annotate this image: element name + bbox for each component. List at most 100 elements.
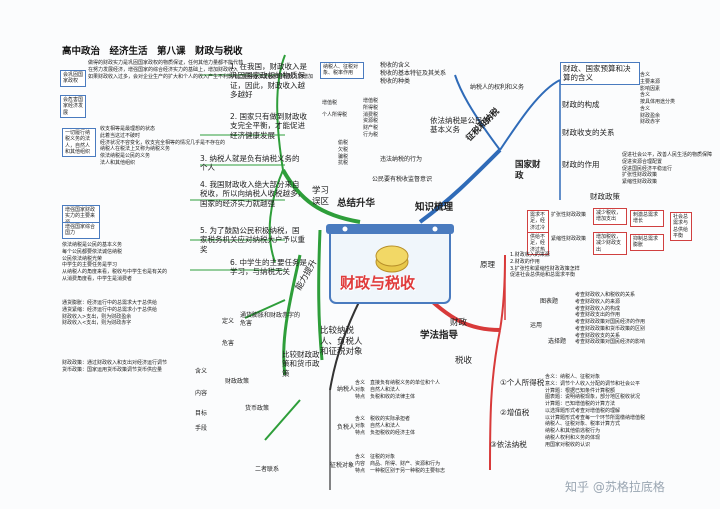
left-tax-box: 纳税人、征税对象、税率作用 [320, 62, 364, 79]
tax-method-sub: 含义：纳税人、征税对象 [545, 374, 601, 380]
tax-sub: 偷税 [338, 140, 349, 146]
tax-item: 税收的基本特征及其关系 [380, 70, 447, 78]
bearer-item: 特点 负担税收的经济主体 [355, 429, 416, 436]
fiscal-title: 国家财政 [515, 160, 541, 181]
note: 公民依法纳税光荣 [62, 255, 103, 262]
policy-box: 需求不足，经济过冷 [527, 210, 549, 233]
bearer-item: 含义 税收的实际承担者 [355, 416, 411, 422]
tax-sub: 骗税 [338, 153, 349, 160]
fiscal-sub: 含义 [640, 105, 651, 112]
note: 从纳税人的角度来看，税收与中学生也是有关的 [62, 269, 168, 275]
page-title: 高中政治 经济生活 第八课 财政与税收 [62, 46, 243, 57]
payer-list: 含义 直接负有纳税义务的单位和个人 对象 自然人和法人 特点 负税和收的法律主体 [355, 380, 440, 400]
fiscal-sub: 促进资源合理配置 [622, 158, 663, 165]
note: 中学生的主要任务是学习 [62, 262, 118, 269]
label-coord: 二者联系 [255, 466, 280, 473]
note-box: 会巩固国家政权 [60, 70, 86, 87]
branch-compare-fiscal: 比较财政政策和货币政策 [282, 350, 320, 378]
note: 通货膨胀：经济运行中的总需求大于总供给 [62, 300, 158, 306]
tax-method-sub: 计算题：已知增值税的计算方法 [545, 401, 616, 407]
chart-label: 图表题 [540, 298, 559, 305]
tax-method-sub: 用国家对税收的认识 [545, 441, 591, 448]
label-definition2: 含义 [195, 368, 208, 375]
left-tax: 个人所得税 [322, 112, 348, 118]
label-definition: 定义 [222, 318, 235, 325]
bearer-item: 对象 自然人和法人 [355, 422, 401, 429]
principle-item: 1.财政收入的来源 [510, 252, 550, 258]
choose-label: 选择题 [548, 338, 567, 345]
tax-sub: 所得税 [363, 104, 379, 111]
tax-sub: 行为税 [363, 131, 379, 138]
summary-item: 2. 国家只有做到财政收支完全平衡，才能促进经济健康发展 [230, 112, 308, 140]
note: 通货紧缩：经济运行中的总需求小于总供给 [62, 306, 158, 313]
chart-list: 考查财政收入和税收的关系 考查财政收入的来源 考查财政收入的构成 考查财政支出的… [575, 292, 645, 346]
branch-compare: 比较纳税人、负税人和征税对象 [320, 326, 363, 358]
policy-box: 供给不足，经济过热 [527, 232, 549, 255]
label-harm: 危害 [222, 340, 235, 347]
method-tax-label: 税收 [455, 356, 473, 366]
left-notes-4: 通货膨胀：经济运行中的总需求大于总供给 通货紧缩：经济运行中的总需求小于总供给 … [62, 300, 237, 327]
tax-method-sub: 纳税人和其他偷逃税行为 [545, 428, 601, 434]
chart-item: 考查财政收入的构成 [575, 305, 621, 312]
fiscal-sub: 含义 [640, 92, 651, 99]
payer-item: 对象 自然人和法人 [355, 386, 401, 393]
branch-summary: 总结升华 [337, 198, 376, 209]
principle-label: 原理 [480, 260, 495, 269]
left-notes: 做得的财政实力是巩固国家政权的物质保证，任何其他力量都不能代替 在努力发展经济，… [88, 60, 314, 80]
policy-box: 紧缩性财政政策 [551, 236, 587, 242]
summary-item: 4. 我国财政收入绝大部分来自税收，所以向纳税人收税越多，国家的经济实力就越强 [200, 180, 305, 208]
note: 做得的财政实力是巩固国家政权的物质保证，任何其他力量都不能代替 [88, 60, 244, 66]
policy-box: 抑制总需求膨胀 [630, 234, 664, 251]
fiscal-sub: 主要来源 [640, 78, 661, 85]
label-monetary: 货币政策 [245, 405, 270, 412]
policy-box: 增加税收，减少财政支出 [593, 232, 627, 255]
center-title: 财政与税收 [340, 274, 416, 292]
note: 依法纳税是公民的基本义务 [62, 242, 123, 248]
tax-sub: 消费税 [363, 111, 379, 118]
label-tool: 手段 [195, 425, 208, 432]
branch-knowledge: 知识梳理 [415, 202, 454, 213]
note: 依法纳税是公民的义务 [100, 153, 151, 159]
principle-item: 3.扩张性和紧缩性财政政策怎样 [510, 265, 580, 272]
summary-item: 5. 为了鼓励公民积极纳税，国家税务机关应对纳税大户予以重奖 [200, 226, 305, 254]
tax-method: ②增值税 [500, 408, 530, 417]
tax-items: 税收的含义 税收的基本特征及其关系 税收的种类 [380, 62, 460, 86]
note-box: 一切履行纳税义务的法人，自然人和其他组织 [62, 128, 96, 157]
note: 如果财政收入过多，会对企业生产的扩大和个人的收入产生不利影响，阻碍经济发展和财政… [88, 73, 314, 80]
chart-item: 考查财政政策对国民经济的作用 [575, 319, 646, 325]
policy-box: 社会总需求与总供给平衡 [670, 212, 692, 241]
method-fiscal-label: 财政 [450, 318, 468, 328]
tax-method-sub: 以计算题形式考查每一个环节所需缴纳增值税 [545, 414, 646, 421]
left-tax: 增值税 [322, 100, 338, 106]
branch-method: 学法指导 [420, 330, 459, 341]
chart-item: 考查财政政策和货币政策的区别 [575, 325, 646, 332]
tax-sub: 欠税 [338, 146, 349, 153]
note: 财政收入<支出，则为财政赤字 [62, 320, 132, 327]
summary-item: 1. 在我国，财政收入是巩固国家政权的物质保证，因此，财政收入越多越好 [230, 62, 308, 100]
policy-box: 减少税收，增加支出 [593, 208, 627, 225]
apply-label: 运用 [530, 322, 543, 329]
tax-sub-list-2: 偷税 欠税 骗税 抗税 [338, 140, 378, 167]
policy-box: 刺激总需求增长 [630, 210, 664, 227]
principle-item: 2.财政的作用 [510, 258, 540, 265]
tax-item: 税收的种类 [380, 78, 411, 86]
fiscal-sub: 影响因素 [640, 85, 661, 92]
object-item: 含义 征税的对象 [355, 454, 396, 460]
note-box: 会危害国家经济发展 [60, 95, 86, 118]
tax-sub: 资源税 [363, 118, 379, 125]
fiscal-sub: 含义 [640, 72, 651, 78]
policy-box: 扩张性财政政策 [551, 212, 587, 218]
fiscal-sub: 财政盈余 [640, 112, 661, 119]
note: 财政收入>支出，则为财政盈余 [62, 313, 132, 320]
chart-item: 考查财政收入和税收的关系 [575, 292, 636, 298]
payer-item: 特点 负税和收的法律主体 [355, 393, 416, 400]
compare-payer: 纳税人 [337, 386, 356, 393]
fiscal-item: 财政的构成 [562, 100, 600, 109]
tax-method-list: 含义：纳税人、征税对象 意义：调节个人收入分配的调节和社会公平 计算题：根据已知… [545, 374, 645, 448]
branch-study-zone: 学习误区 [312, 186, 330, 207]
summary-item: 3. 纳税人就是负有纳税义务的个人 [200, 154, 300, 173]
fiscal-sub: 财政赤字 [640, 119, 661, 126]
left-notes-5: 财政政策：通过财政收入和支出对经济运行调节 货币政策：国家运用货币政策调节货币供… [62, 360, 192, 374]
left-notes-3: 依法纳税是公民的基本义务 每个公民都要依法诚信纳税 公民依法纳税光荣 中学生的主… [62, 242, 197, 283]
